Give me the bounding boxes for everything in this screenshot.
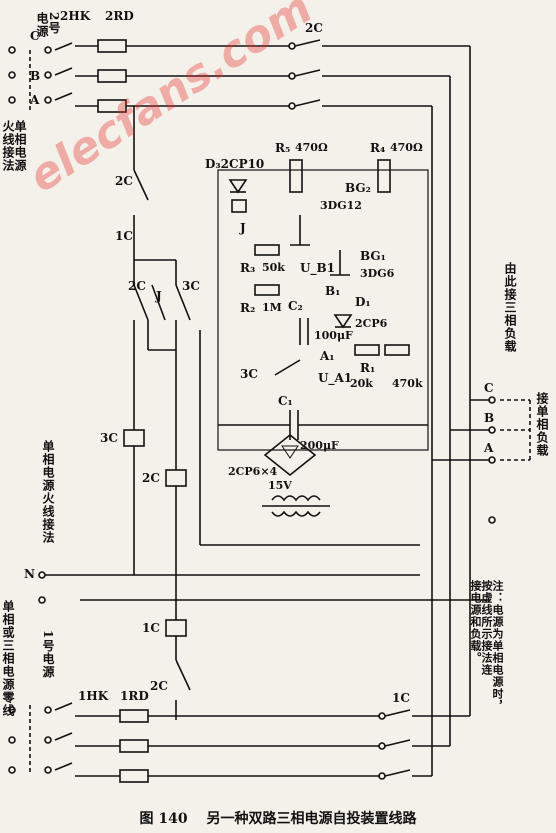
label-c1-cap: C₁	[278, 394, 293, 408]
label-15v: 15V	[268, 479, 292, 492]
label-ub1: U_B1	[300, 261, 335, 275]
label-d3: D₃2CP10	[205, 157, 265, 171]
label-three-phase-load: 由此接三相负载	[503, 262, 517, 353]
label-r4-value: 470Ω	[390, 141, 423, 154]
label-r5: R₅	[275, 141, 291, 155]
caption-number: 图 140	[139, 811, 188, 827]
label-neutral-note: 单相或三相电源零线	[1, 600, 15, 717]
label-out-a: A	[484, 441, 494, 455]
label-r2: R₂	[240, 301, 256, 315]
label-coil-3c: 3C	[100, 431, 118, 445]
label-hk2: 2HK	[60, 9, 91, 23]
label-single-phase-hot: 单相电源 火线接法	[1, 120, 27, 172]
label-phase-a: A	[30, 93, 40, 107]
label-single-phase-load: 接单相负载	[535, 392, 549, 457]
label-r1-value: 20k	[350, 377, 373, 390]
label-r4: R₄	[370, 141, 386, 155]
label-coil-2c: 2C	[142, 471, 160, 485]
label-note: 注：电源为单相电源时， 按虚线所示接法连 接电源和负载。	[469, 580, 504, 712]
figure-caption: 图 140 另一种双路三相电源自投装置线路	[0, 808, 556, 828]
label-c2-top: 2C	[305, 21, 323, 35]
label-bridge: 2CP6×4	[228, 465, 278, 478]
label-c2-cap: C₂	[288, 299, 303, 313]
label-r3: R₃	[240, 261, 256, 275]
label-b1: B₁	[325, 284, 341, 298]
label-c2-cap-value: 100μF	[314, 329, 353, 342]
label-out-b: B	[484, 411, 495, 425]
label-bg1-type: 3DG6	[360, 267, 395, 280]
label-j-coil: J	[240, 221, 246, 235]
label-c3-contact: 3C	[240, 367, 258, 381]
label-source1: 1号电源	[41, 630, 55, 679]
label-r5-value: 470Ω	[295, 141, 328, 154]
label-r1: R₁	[360, 361, 376, 375]
label-bg2-type: 3DG12	[320, 199, 362, 212]
label-hot-wire-note: 单相电源火线接法	[41, 440, 55, 544]
label-a1: A₁	[320, 349, 335, 363]
label-c1-low: 1C	[392, 691, 410, 705]
label-phase-b: B	[30, 69, 41, 83]
label-r3-value: 50k	[262, 261, 285, 274]
label-d1: D₁	[355, 295, 371, 309]
label-out-c: C	[484, 381, 494, 395]
label-coil-1c: 1C	[142, 621, 160, 635]
label-bg2: BG₂	[345, 181, 371, 195]
label-ua1: U_A1	[318, 371, 353, 385]
label-source2: 2号 电源	[35, 12, 61, 38]
label-d1-type: 2CP6	[355, 317, 388, 330]
label-bg1: BG₁	[360, 249, 386, 263]
label-c2-switch: 2C	[128, 279, 146, 293]
label-r2-value: 1M	[262, 301, 282, 314]
label-c2-mid: 2C	[115, 174, 133, 188]
label-j-switch: J	[156, 289, 162, 303]
label-rp-value: 470k	[392, 377, 423, 390]
label-c3-switch: 3C	[182, 279, 200, 293]
label-c1-mid: 1C	[115, 229, 133, 243]
label-hk1: 1HK	[78, 689, 109, 703]
label-source2-letter: C	[30, 29, 40, 43]
label-rd1: 1RD	[120, 689, 149, 703]
label-c1-cap-value: 200μF	[300, 439, 339, 452]
label-n: N	[24, 567, 35, 581]
label-rd2: 2RD	[105, 9, 134, 23]
caption-title: 另一种双路三相电源自投装置线路	[206, 811, 417, 827]
label-c2-low: 2C	[150, 679, 168, 693]
